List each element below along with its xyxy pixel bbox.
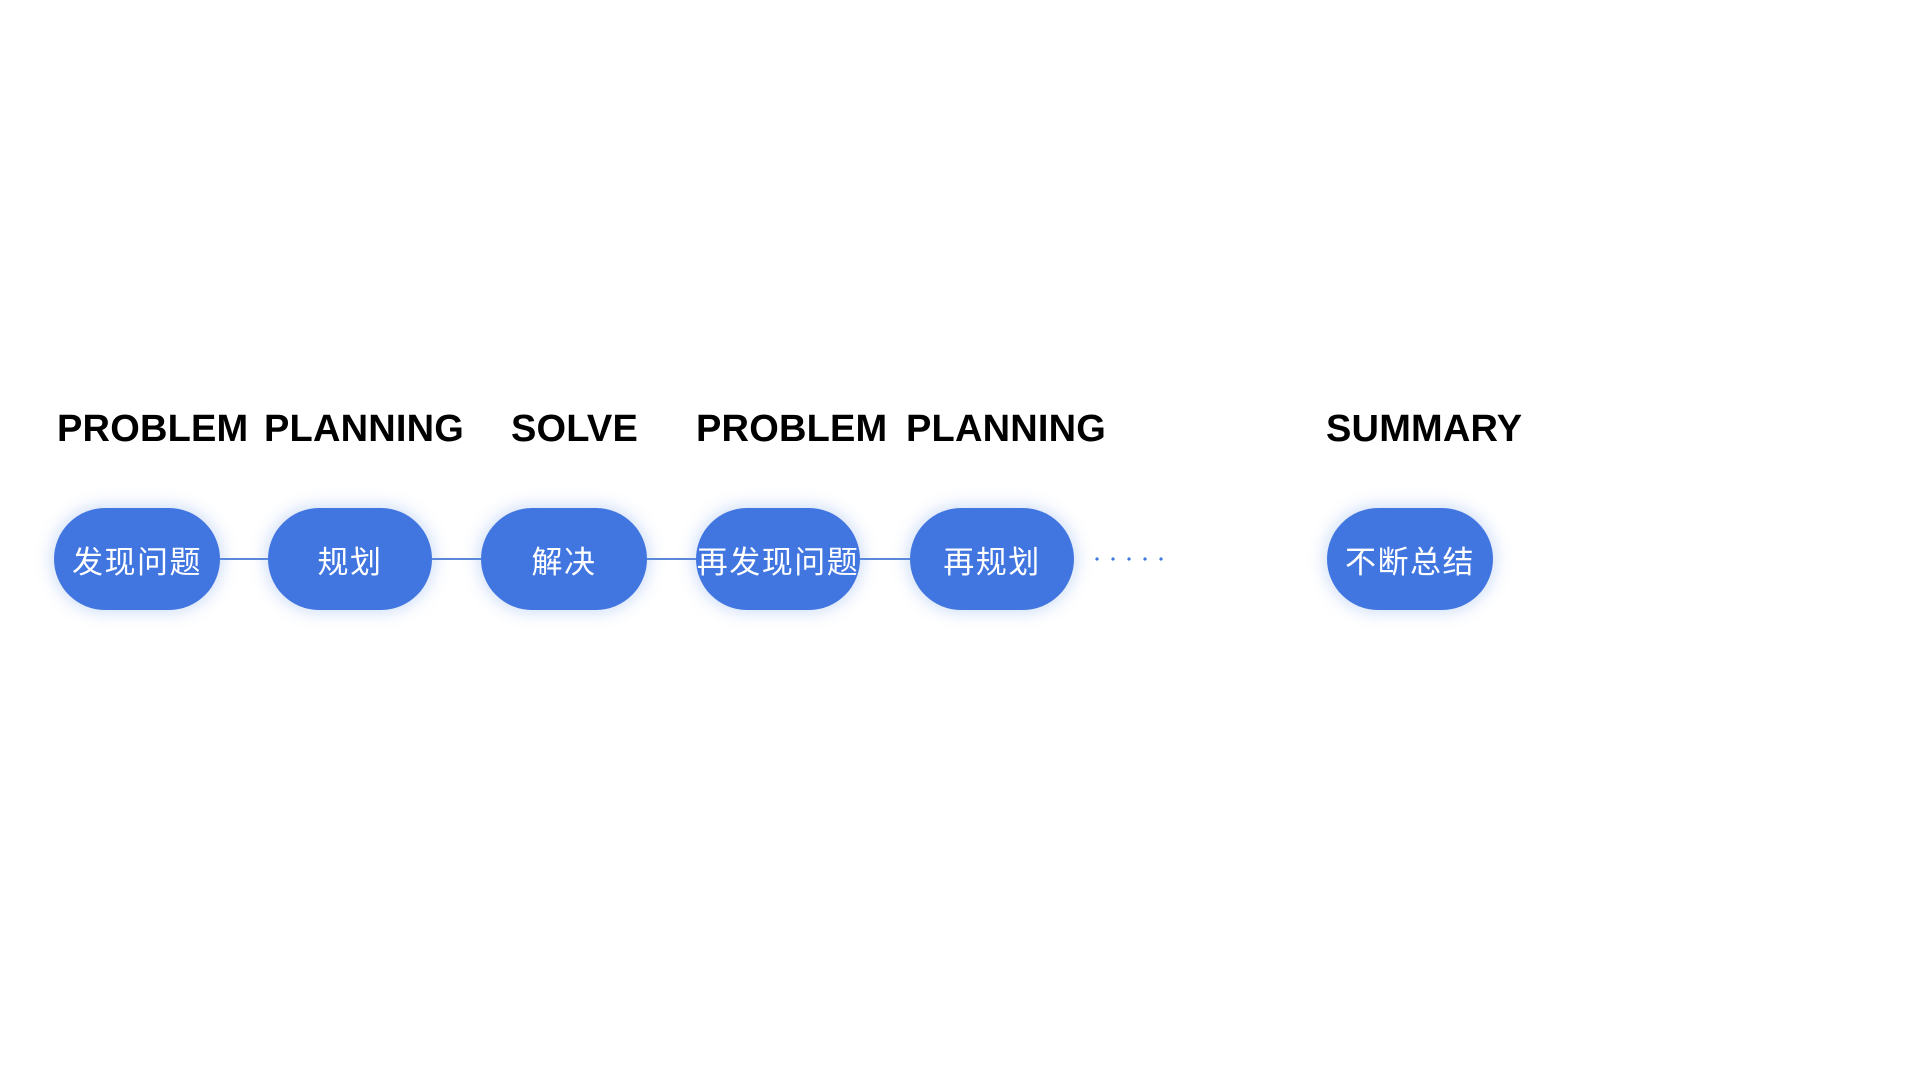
pill-label: 再发现问题 [696,544,860,581]
stage-label-planning-1: PLANNING [264,408,465,450]
pill-label: 发现问题 [72,544,202,581]
stage-label-problem-1: PROBLEM [57,408,249,450]
pill-label: 再规划 [943,544,1041,581]
stage-label-summary: SUMMARY [1326,408,1523,450]
pill-continuous-summary[interactable]: 不断总结 [1327,508,1493,610]
pill-row: 发现问题 规划 解决 再发现问题 再规划 不断总结 [0,508,1920,612]
connector-1-2 [220,558,268,560]
pill-label: 不断总结 [1345,544,1475,581]
pill-planning[interactable]: 规划 [268,508,432,610]
pill-label: 规划 [317,544,383,581]
pill-discover-problem[interactable]: 发现问题 [54,508,220,610]
connector-3-4 [647,558,696,560]
connector-dotted-continuation [1089,557,1174,561]
stage-label-planning-2: PLANNING [906,408,1107,450]
stage-label-solve: SOLVE [511,408,638,450]
pill-label: 解决 [531,544,597,581]
stage-label-row: PROBLEM PLANNING SOLVE PROBLEM PLANNING … [0,403,1920,459]
connector-2-3 [432,558,481,560]
pill-rediscover-problem[interactable]: 再发现问题 [696,508,860,610]
stage-label-problem-2: PROBLEM [696,408,888,450]
pill-replanning[interactable]: 再规划 [910,508,1074,610]
pill-solve[interactable]: 解决 [481,508,647,610]
connector-4-5 [860,558,910,560]
